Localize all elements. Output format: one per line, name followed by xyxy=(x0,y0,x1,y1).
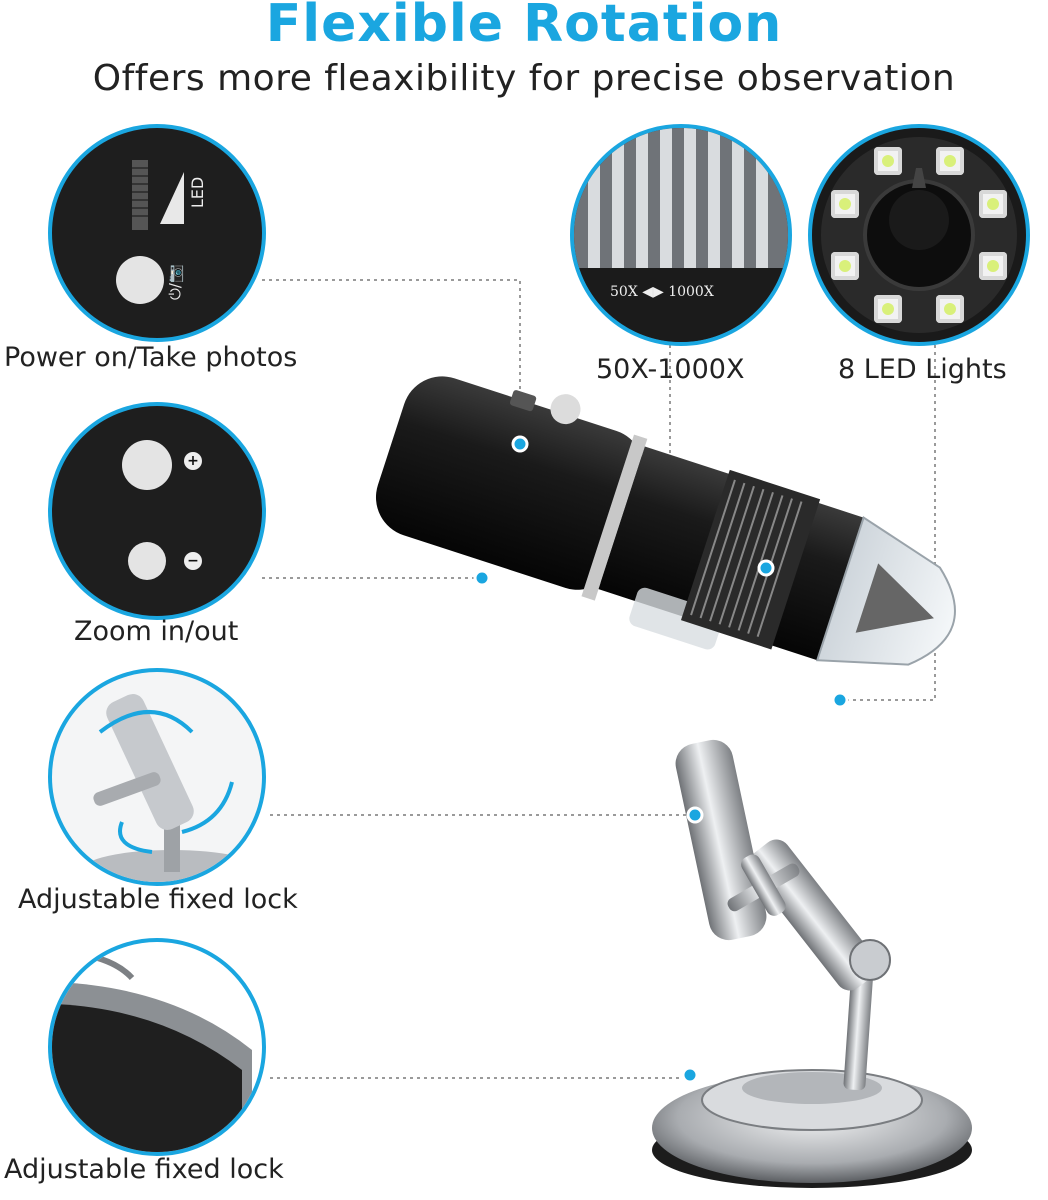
callout-power-circle: ⏻/📷 LED xyxy=(48,124,266,342)
rotating-arm-art xyxy=(82,694,262,882)
led-ring-art xyxy=(821,137,1017,333)
zoom-ring-art xyxy=(574,128,788,342)
led-chip xyxy=(831,251,860,280)
led-ring xyxy=(812,128,1026,342)
zoom-minus-icon: − xyxy=(184,552,202,570)
caption-zoom: Zoom in/out xyxy=(74,616,239,647)
led-label: LED xyxy=(188,176,208,209)
led-chip xyxy=(874,294,903,323)
zoom-in-button[interactable] xyxy=(122,440,172,490)
led-bulb-icon xyxy=(943,302,956,315)
led-chip xyxy=(831,190,860,219)
caption-leds: 8 LED Lights xyxy=(838,354,1007,385)
zoom-out-button[interactable] xyxy=(128,542,166,580)
led-chip xyxy=(935,294,964,323)
hotspot-markers xyxy=(473,435,849,1084)
led-chip xyxy=(978,190,1007,219)
led-bulb-icon xyxy=(839,198,852,211)
led-level-icon xyxy=(160,172,184,224)
callout-led-circle xyxy=(808,124,1030,346)
magnification-scale: 50X ◀▶ 1000X xyxy=(610,284,714,300)
caption-power: Power on/Take photos xyxy=(4,342,298,373)
page-title: Flexible Rotation xyxy=(265,0,783,54)
power-panel-art: ⏻/📷 xyxy=(116,160,184,304)
caption-lock-1: Adjustable fixed lock xyxy=(18,884,298,915)
led-bulb-icon xyxy=(882,155,895,168)
callout-lock-arm-circle xyxy=(48,668,266,886)
caption-magnification: 50X-1000X xyxy=(596,354,745,385)
callout-magnification-circle: 50X ◀▶ 1000X xyxy=(570,124,792,346)
caption-lock-2: Adjustable fixed lock xyxy=(4,1154,284,1185)
stand-arm xyxy=(675,739,891,1091)
led-bulb-icon xyxy=(986,259,999,272)
page-subtitle: Offers more fleaxibility for precise obs… xyxy=(92,58,956,99)
callout-lock-base-circle xyxy=(48,938,266,1156)
led-bulb-icon xyxy=(943,155,956,168)
microscope-body xyxy=(375,376,956,666)
led-chip xyxy=(978,251,1007,280)
led-chip xyxy=(935,147,964,176)
zoom-plus-icon: + xyxy=(184,452,202,470)
led-bulb-icon xyxy=(839,259,852,272)
led-bulb-icon xyxy=(986,198,999,211)
stand-base xyxy=(652,1069,972,1188)
power-camera-icon: ⏻/📷 xyxy=(166,264,184,300)
callout-zoom-circle: + − xyxy=(48,402,266,620)
leader-lines xyxy=(262,279,936,1079)
base-pad-art xyxy=(52,949,252,1152)
led-bulb-icon xyxy=(882,302,895,315)
led-chip xyxy=(874,147,903,176)
power-button[interactable] xyxy=(116,256,164,304)
